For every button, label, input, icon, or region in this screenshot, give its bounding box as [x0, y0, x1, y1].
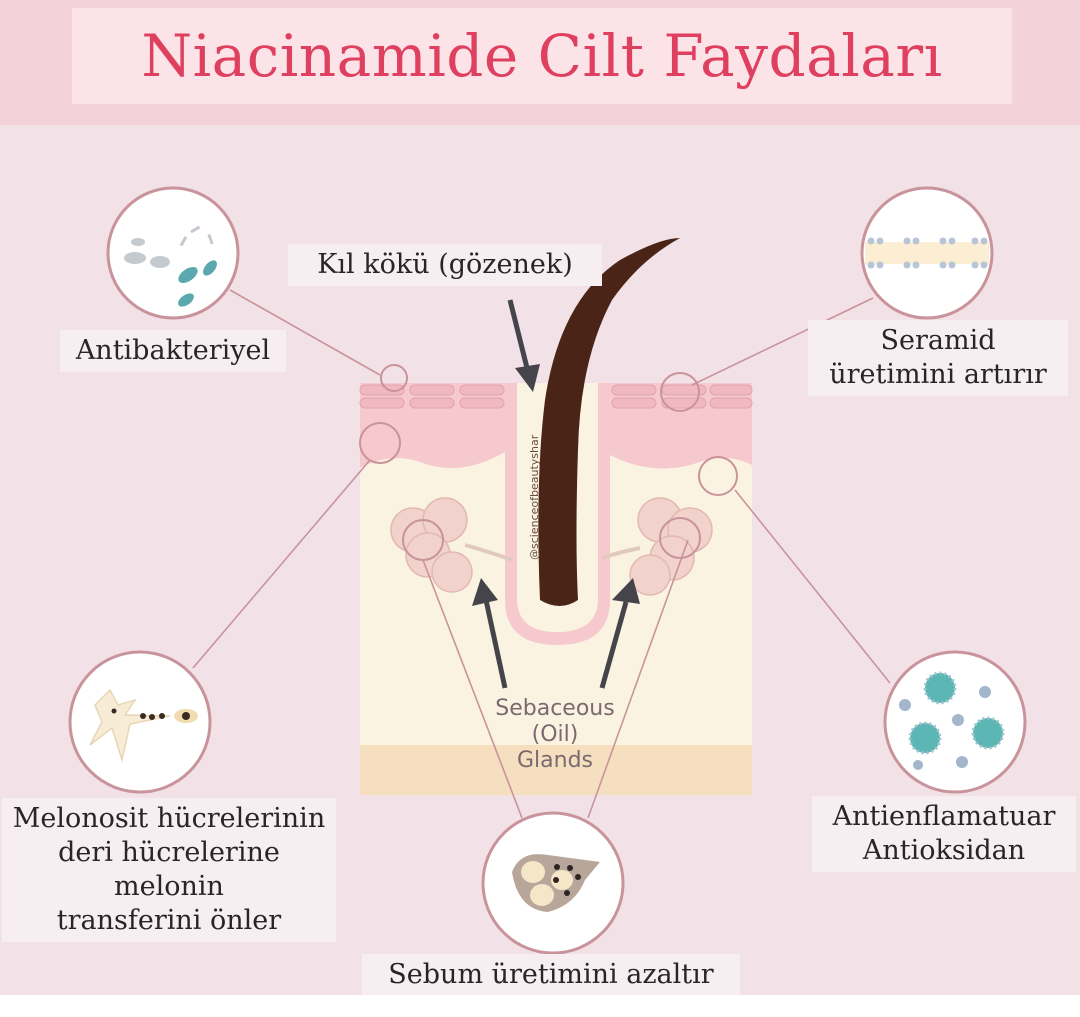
immune-cells-icon — [883, 650, 1027, 794]
arrow-gland-left-head — [472, 578, 498, 606]
sebaceous-gland-left — [390, 497, 513, 593]
arrow-hair-root-head — [515, 364, 540, 392]
gland-label-line3: Glands — [516, 748, 593, 773]
label-anti-line1: Antienflamatuar — [832, 801, 1056, 832]
label-antibacterial-text: Antibakteriyel — [75, 335, 271, 366]
epidermis-left — [360, 383, 505, 469]
gland-label-line1: Sebaceous — [495, 696, 615, 721]
label-anti-inflammatory: Antienflamatuar Antioksidan — [812, 796, 1076, 872]
label-ceramide-line2: üretimini artırır — [829, 359, 1047, 390]
gland-label-line2: (Oil) — [531, 722, 579, 747]
stratum-corneum-left — [359, 384, 505, 409]
label-melanocyte-line1: Melonosit hücrelerinin — [12, 803, 326, 834]
target-circles — [359, 364, 738, 561]
epidermis-right — [610, 383, 752, 469]
label-sebum-text: Sebum üretimini azaltır — [388, 959, 714, 990]
label-hair-root-text: Kıl kökü (gözenek) — [317, 249, 573, 280]
label-anti-line2: Antioksidan — [862, 835, 1026, 866]
bottom-strip — [0, 995, 1080, 1017]
label-antibacterial: Antibakteriyel — [60, 330, 286, 372]
sebaceous-glands-label: Sebaceous (Oil) Glands — [480, 696, 630, 774]
arrow-gland-left — [483, 599, 508, 689]
stratum-corneum-right — [611, 384, 753, 409]
label-ceramide: Seramid üretimini artırır — [808, 320, 1068, 396]
skin-cross-section — [359, 238, 753, 795]
label-melanocyte-line2: deri hücrelerine melonin — [58, 837, 280, 902]
label-sebum: Sebum üretimini azaltır — [362, 954, 740, 996]
page-title: Niacinamide Cilt Faydaları — [141, 22, 943, 90]
arrow-hair-root — [507, 299, 531, 373]
hair-strand — [538, 238, 680, 606]
ceramide-layer-icon — [860, 186, 994, 320]
hair-follicle — [505, 383, 610, 645]
label-melanocyte-line3: transferini önler — [56, 905, 282, 936]
label-melanocyte: Melonosit hücrelerinin deri hücrelerine … — [2, 798, 336, 942]
sebaceous-gland-right — [601, 497, 713, 596]
watermark: @scienceofbeautyshar — [528, 434, 541, 560]
label-hair-root: Kıl kökü (gözenek) — [288, 244, 602, 286]
fat-layer — [360, 745, 752, 795]
arrow-gland-right — [599, 601, 629, 689]
sebum-gland-icon — [481, 811, 625, 955]
arrow-gland-right-head — [612, 578, 640, 604]
melanocyte-cell-icon — [68, 650, 212, 794]
arrows — [472, 299, 640, 689]
title-banner: Niacinamide Cilt Faydaları — [72, 8, 1012, 104]
label-ceramide-line1: Seramid — [880, 325, 996, 356]
bacteria-icon — [106, 186, 240, 320]
connector-lines — [192, 289, 891, 819]
